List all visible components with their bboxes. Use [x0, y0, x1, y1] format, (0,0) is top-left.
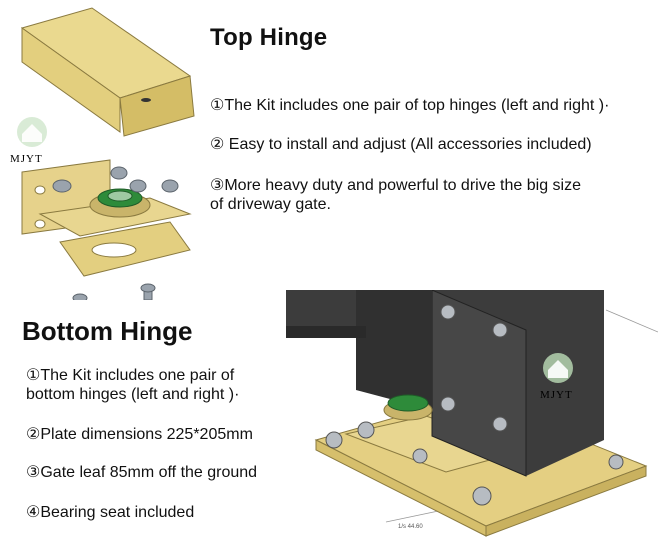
bottom-hinge-illustration: 1/s 44.60 MJYT — [286, 290, 658, 537]
svg-text:1/s 44.60: 1/s 44.60 — [398, 524, 423, 530]
top-hinge-item-3-cont: of driveway gate. — [210, 196, 331, 213]
bottom-hinge-title: Bottom Hinge — [22, 316, 193, 346]
top-hinge-item-1: ①The Kit includes one pair of top hinges… — [210, 97, 610, 114]
top-hinge-illustration: MJYT — [10, 7, 195, 300]
bottom-hinge-item-1-cont: bottom hinges (left and right )· — [26, 386, 240, 403]
top-hinge-item-3: ③More heavy duty and powerful to drive t… — [210, 177, 581, 194]
bottom-hinge-item-2: ②Plate dimensions 225*205mm — [26, 426, 253, 443]
top-hinge-item-2: ② Easy to install and adjust (All access… — [210, 136, 592, 153]
watermark-text: MJYT — [10, 153, 43, 165]
bottom-hinge-item-1: ①The Kit includes one pair of — [26, 367, 235, 384]
top-hinge-title: Top Hinge — [210, 24, 328, 51]
bottom-hinge-item-3: ③Gate leaf 85mm off the ground — [26, 464, 258, 481]
watermark-text-2: MJYT — [540, 389, 573, 401]
bottom-hinge-item-4: ④Bearing seat included — [26, 504, 195, 521]
